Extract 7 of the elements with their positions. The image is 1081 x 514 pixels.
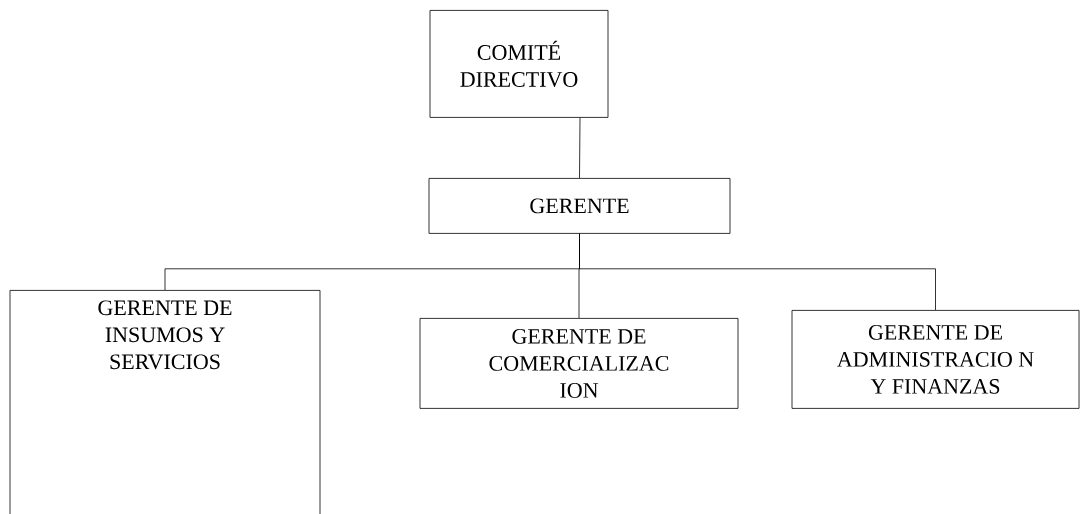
org-box: GERENTE DE INSUMOS Y SERVICIOS: [9, 290, 321, 514]
connector-line: [579, 117, 581, 179]
connector-line: [579, 233, 936, 311]
org-box: COMITÉ DIRECTIVO: [429, 10, 609, 118]
org-box: GERENTE: [428, 178, 731, 234]
org-box: GERENTE DE ADMINISTRACIO N Y FINANZAS: [791, 310, 1080, 409]
org-box: GERENTE DE COMERCIALIZAC ION: [419, 318, 739, 409]
